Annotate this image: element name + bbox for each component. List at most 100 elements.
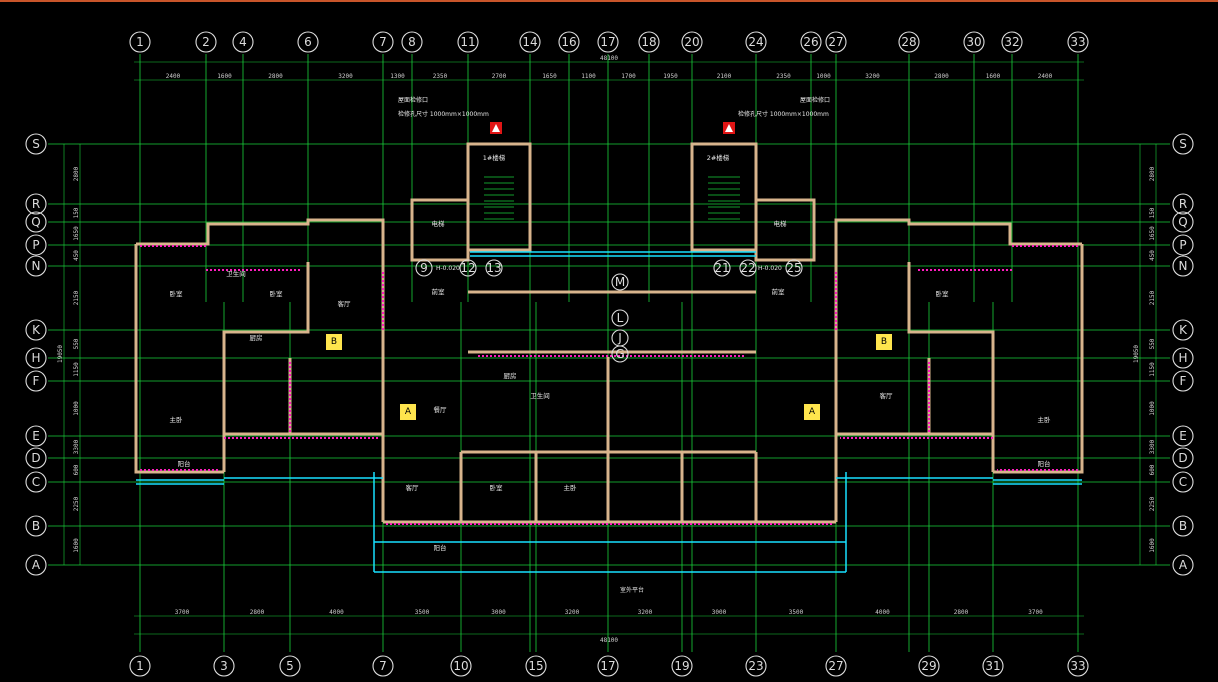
axis-bubble-mid-9: 9	[415, 259, 433, 277]
svg-text:P: P	[1179, 238, 1186, 252]
top-dim-17: 2400	[1038, 73, 1053, 80]
axis-bubble-bottom-33: 33	[1067, 655, 1089, 677]
svg-text:S: S	[1179, 137, 1187, 151]
left-dim-1: 150	[73, 207, 80, 218]
axis-bubble-left-R: R	[25, 193, 47, 215]
axis-bubble-top-11: 11	[457, 31, 479, 53]
axis-bubble-left-B: B	[25, 515, 47, 537]
axis-bubble-right-P: P	[1172, 234, 1194, 256]
axis-bubble-top-7: 7	[372, 31, 394, 53]
axis-bubble-right-C: C	[1172, 471, 1194, 493]
axis-bubble-top-14: 14	[519, 31, 541, 53]
bottom-dim-10: 2800	[954, 609, 969, 616]
svg-text:K: K	[32, 323, 41, 337]
room-label-7: 餐厅	[434, 405, 448, 414]
top-dim-11: 2100	[717, 73, 732, 80]
top-dim-13: 1000	[816, 73, 831, 80]
axis-bubble-bottom-19: 19	[671, 655, 693, 677]
axis-bubble-bottom-7: 7	[372, 655, 394, 677]
note-hatch-left: 屋面检修口	[398, 96, 428, 104]
svg-text:B: B	[331, 337, 337, 347]
note-hatch-size-left: 检修孔尺寸 1000mm×1000mm	[398, 110, 489, 118]
partition-hatch	[140, 245, 1078, 525]
top-dim-16: 1600	[986, 73, 1001, 80]
right-dim-5: 550	[1149, 338, 1156, 349]
axis-bubble-right-R: R	[1172, 193, 1194, 215]
axis-bubble-bottom-17: 17	[597, 655, 619, 677]
svg-text:12: 12	[460, 261, 475, 275]
axis-bubble-left-H: H	[25, 347, 47, 369]
unit-tag-0: A	[400, 404, 416, 420]
overall-height-left: 19050	[57, 345, 64, 363]
bottom-dim-4: 3000	[491, 609, 506, 616]
left-dim-4: 2150	[73, 290, 80, 305]
room-label-6: 厨房	[250, 333, 263, 342]
svg-text:N: N	[32, 259, 41, 273]
svg-text:18: 18	[641, 35, 656, 49]
axis-bubble-mid-22: 22	[739, 259, 757, 277]
room-label-8: 客厅	[406, 483, 420, 492]
svg-text:3: 3	[220, 659, 228, 673]
svg-text:22: 22	[740, 261, 755, 275]
top-dim-4: 1300	[390, 73, 405, 80]
svg-text:17: 17	[600, 659, 615, 673]
axis-bubble-bottom-1: 1	[129, 655, 151, 677]
axis-bubble-left-P: P	[25, 234, 47, 256]
axis-bubble-top-28: 28	[898, 31, 920, 53]
note-level-right: H-0.020	[758, 265, 782, 272]
axis-bubble-top-2: 2	[195, 31, 217, 53]
unit-tag-1: B	[326, 334, 342, 350]
axis-bubble-right-H: H	[1172, 347, 1194, 369]
axis-bubble-left-C: C	[25, 471, 47, 493]
svg-text:L: L	[617, 311, 624, 325]
unit-tag-3: A	[804, 404, 820, 420]
top-dim-14: 3200	[865, 73, 880, 80]
right-dim-10: 2250	[1149, 496, 1156, 511]
axis-bubble-top-17: 17	[597, 31, 619, 53]
svg-text:26: 26	[803, 35, 818, 49]
svg-text:J: J	[617, 331, 622, 345]
right-dim-3: 450	[1149, 250, 1156, 261]
axis-bubble-mid-G: G	[611, 345, 629, 363]
axis-bubble-right-F: F	[1172, 370, 1194, 392]
left-dim-9: 600	[73, 464, 80, 475]
left-dim-8: 3300	[73, 439, 80, 454]
axis-bubble-right-N: N	[1172, 255, 1194, 277]
svg-text:B: B	[32, 519, 40, 533]
svg-text:30: 30	[966, 35, 981, 49]
axis-bubble-right-K: K	[1172, 319, 1194, 341]
right-dim-7: 1000	[1149, 401, 1156, 416]
room-label-0: 卧室	[170, 289, 184, 298]
note-level-left: H-0.020	[436, 265, 460, 272]
axis-bubble-bottom-31: 31	[982, 655, 1004, 677]
note-hatch-right: 屋面检修口	[800, 96, 830, 104]
svg-text:A: A	[1179, 558, 1188, 572]
axis-bubble-left-S: S	[25, 133, 47, 155]
svg-text:1: 1	[136, 35, 144, 49]
svg-text:16: 16	[561, 35, 576, 49]
svg-text:G: G	[615, 347, 624, 361]
room-labels: 卧室卧室客厅主卧阳台卫生间厨房餐厅客厅主卧卧室阳台卫生间厨房客厅卧室主卧阳台电梯…	[170, 153, 1052, 552]
svg-text:A: A	[809, 407, 816, 417]
axis-bubble-top-27: 27	[825, 31, 847, 53]
svg-text:33: 33	[1070, 659, 1085, 673]
svg-text:R: R	[1179, 197, 1187, 211]
room-label-13: 厨房	[504, 371, 517, 380]
unit-tag-2: B	[876, 334, 892, 350]
svg-text:25: 25	[786, 261, 801, 275]
svg-text:P: P	[32, 238, 39, 252]
svg-text:10: 10	[453, 659, 468, 673]
svg-text:4: 4	[239, 35, 247, 49]
svg-text:Q: Q	[1178, 215, 1187, 229]
axis-bubble-left-A: A	[25, 554, 47, 576]
top-dim-1: 1600	[217, 73, 232, 80]
axis-bubble-mid-25: 25	[785, 259, 803, 277]
svg-text:33: 33	[1070, 35, 1085, 49]
svg-text:14: 14	[522, 35, 537, 49]
svg-text:24: 24	[748, 35, 763, 49]
overall-width-top: 48100	[600, 55, 618, 62]
axis-bubble-bottom-3: 3	[213, 655, 235, 677]
svg-text:1: 1	[136, 659, 144, 673]
